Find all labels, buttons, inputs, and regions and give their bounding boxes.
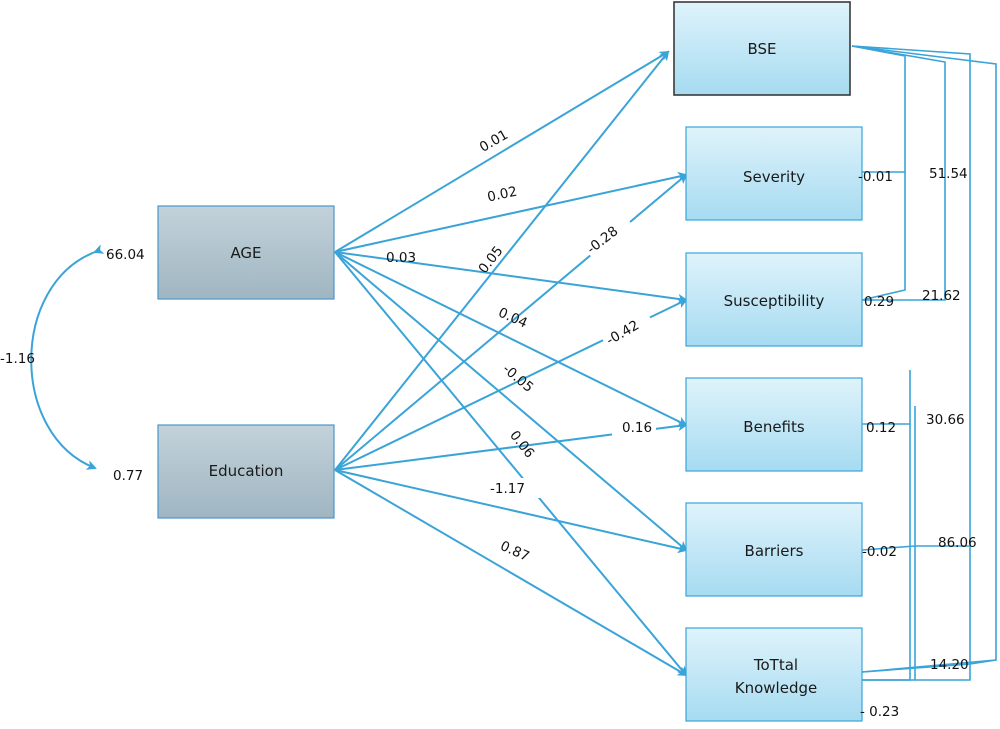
total-knowledge-label-line1: ToTtal bbox=[753, 656, 798, 674]
coef-age-susceptibility: 0.03 bbox=[386, 250, 416, 266]
connector-bse-4 bbox=[851, 45, 997, 673]
severity-label: Severity bbox=[743, 168, 805, 186]
education-variance: 0.77 bbox=[113, 468, 143, 484]
age-education-covariance: -1.16 bbox=[0, 351, 35, 367]
residual-connectors bbox=[851, 45, 997, 681]
coef-age-bse: 0.01 bbox=[477, 127, 511, 156]
benefits-label: Benefits bbox=[743, 418, 805, 436]
correlation-4: 86.06 bbox=[938, 535, 977, 551]
coef-education-benefits: 0.16 bbox=[622, 420, 652, 436]
covariance-arc bbox=[30, 244, 105, 470]
connector-sev-sus bbox=[861, 172, 906, 301]
benefits-box bbox=[685, 377, 863, 472]
coef-education-total-knowledge: 0.87 bbox=[498, 538, 532, 565]
correlation-3: 30.66 bbox=[926, 412, 965, 428]
residual-barriers: -0.02 bbox=[862, 544, 897, 560]
path-education-total-knowledge bbox=[334, 469, 688, 677]
path-age-benefits bbox=[334, 251, 688, 426]
age-label: AGE bbox=[230, 244, 261, 262]
connector-knowledge bbox=[861, 659, 997, 673]
correlation-1: 51.54 bbox=[929, 166, 968, 182]
residual-benefits: 0.12 bbox=[866, 420, 896, 436]
coef-age-barriers: -0.05 bbox=[499, 361, 536, 396]
residual-severity: -0.01 bbox=[858, 169, 893, 185]
barriers-label: Barriers bbox=[745, 542, 804, 560]
residual-total-knowledge: - 0.23 bbox=[860, 704, 899, 720]
coef-education-barriers: -1.17 bbox=[490, 481, 525, 497]
path-age-bse bbox=[334, 50, 670, 253]
education-label: Education bbox=[209, 462, 284, 480]
path-education-bse bbox=[334, 50, 670, 471]
path-age-barriers bbox=[334, 251, 688, 552]
path-age-total-knowledge bbox=[334, 251, 688, 677]
barriers-box bbox=[685, 502, 863, 597]
path-age-susceptibility bbox=[334, 251, 688, 304]
coef-age-total-knowledge: 0.06 bbox=[506, 428, 537, 462]
residual-susceptibility: 0.29 bbox=[864, 294, 894, 310]
coef-age-benefits: 0.04 bbox=[496, 305, 530, 332]
susceptibility-box bbox=[685, 252, 863, 347]
bse-label: BSE bbox=[747, 40, 776, 58]
path-education-barriers bbox=[334, 469, 688, 554]
correlation-5: 14.20 bbox=[930, 657, 969, 673]
connector-benefits bbox=[862, 370, 911, 681]
age-box bbox=[157, 205, 335, 300]
connector-bse-2 bbox=[851, 45, 946, 301]
bse-box bbox=[673, 1, 851, 96]
path-age-severity bbox=[334, 171, 688, 253]
total-knowledge-box bbox=[685, 627, 863, 722]
education-box bbox=[157, 424, 335, 519]
coef-age-severity: 0.02 bbox=[486, 184, 519, 206]
susceptibility-label: Susceptibility bbox=[724, 292, 825, 310]
connector-bse-3 bbox=[851, 45, 971, 681]
age-variance: 66.04 bbox=[106, 247, 145, 263]
total-knowledge-label-line2: Knowledge bbox=[735, 679, 817, 697]
correlation-2: 21.62 bbox=[922, 288, 961, 304]
age-paths bbox=[334, 50, 688, 677]
severity-box bbox=[685, 126, 863, 221]
